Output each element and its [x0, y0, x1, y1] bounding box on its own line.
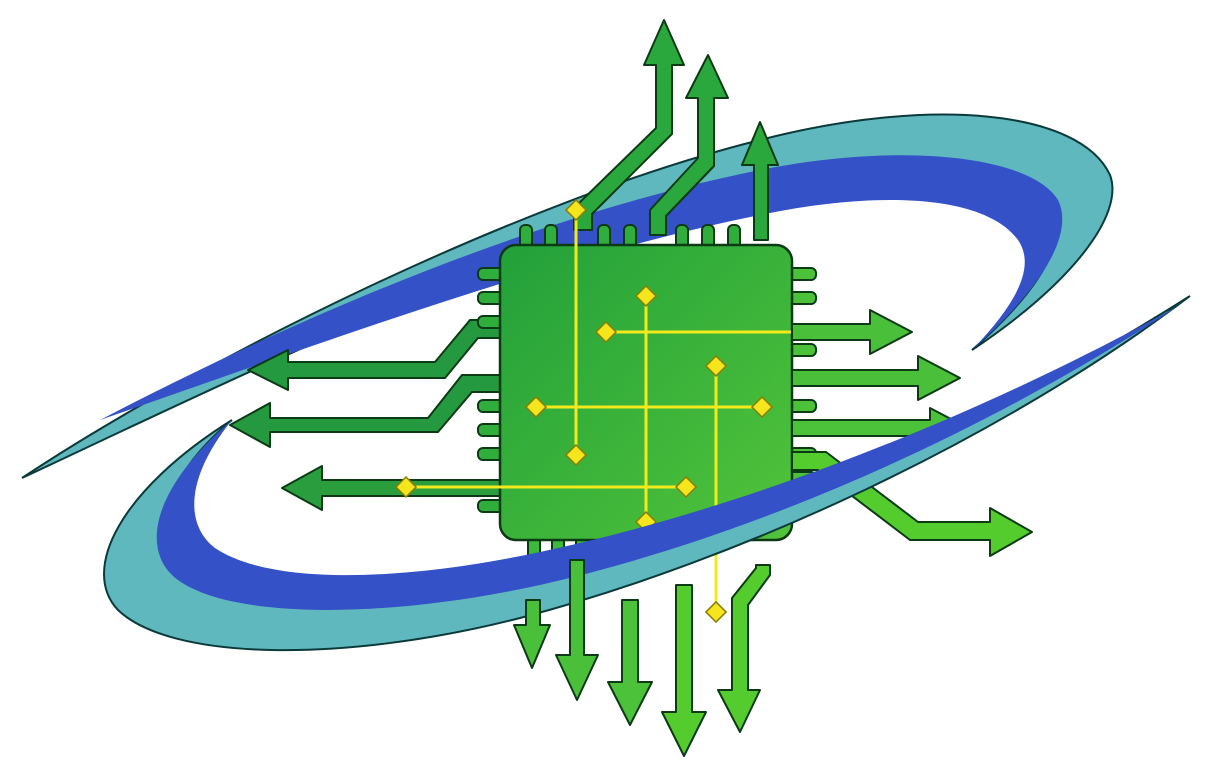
orbit-swoosh-back [21, 113, 1114, 479]
trace-top-1 [573, 19, 685, 231]
trace-bottom-1 [513, 599, 551, 669]
trace-top-3 [741, 121, 779, 241]
left-traces [229, 319, 501, 511]
orbit-swoosh-front [103, 295, 1191, 652]
swoosh-front-blue [156, 305, 1180, 610]
swoosh-back-blue [100, 155, 1063, 420]
trace-bottom-3 [607, 599, 653, 726]
trace-bottom-4 [661, 584, 707, 757]
top-traces [573, 19, 779, 241]
bottom-traces [513, 559, 771, 757]
trace-bottom-2 [555, 559, 599, 701]
trace-bottom-5 [717, 564, 771, 733]
trace-left-2 [229, 374, 501, 448]
trace-left-1 [247, 319, 501, 391]
right-traces [791, 309, 1033, 557]
bottom-node [704, 600, 728, 624]
trace-top-2 [649, 54, 729, 236]
trace-left-3 [281, 465, 501, 511]
trace-right-2 [791, 355, 961, 401]
microchip-icon [394, 198, 892, 624]
trace-right-1 [791, 309, 913, 355]
